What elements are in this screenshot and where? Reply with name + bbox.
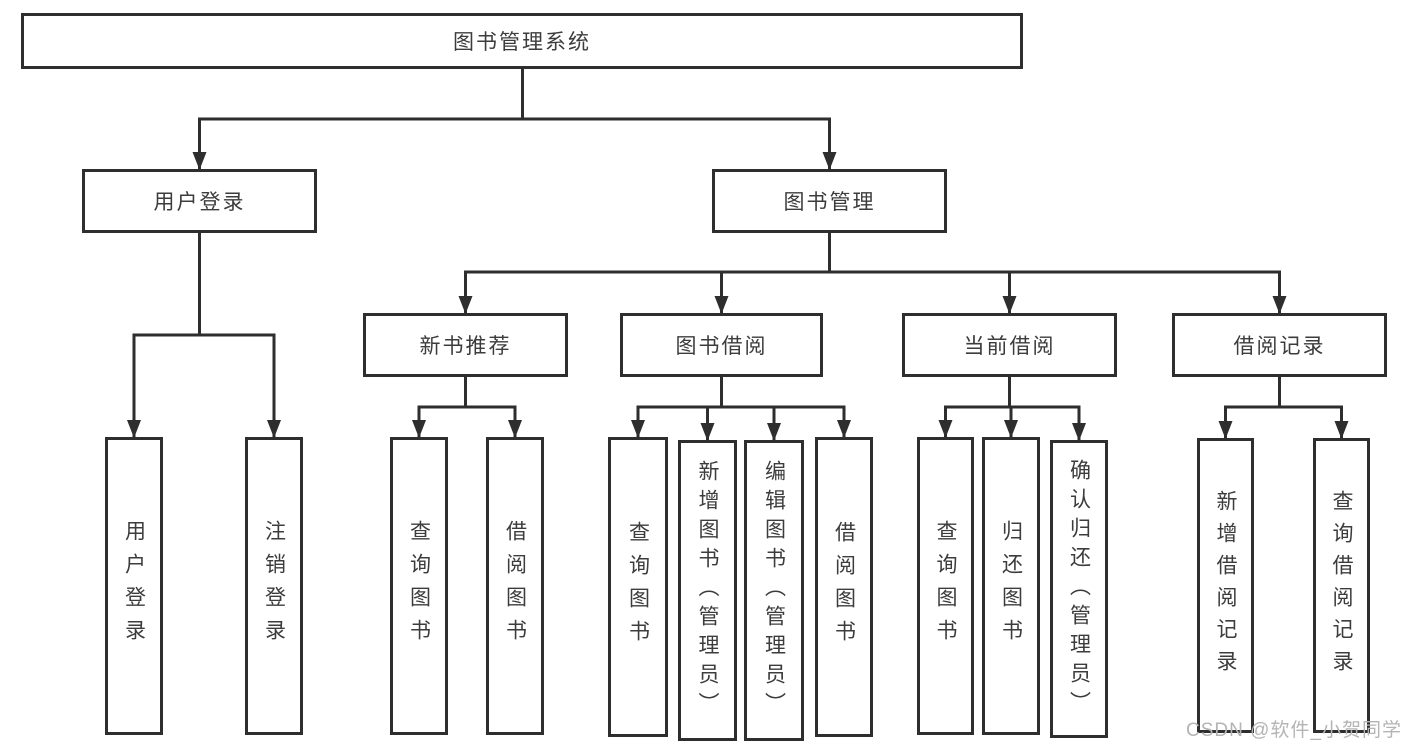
node-new-book-recommendation-label: 新书推荐 xyxy=(419,335,512,358)
leaf-edit-books-admin-label: 编辑图书（管理员） xyxy=(762,460,786,721)
leaf-user-login: 用户登录 xyxy=(105,437,163,735)
leaf-query-borrow-record: 查询借阅记录 xyxy=(1313,438,1370,733)
leaf-query-books-current: 查询图书 xyxy=(917,437,974,735)
node-borrowing-records-label: 借阅记录 xyxy=(1233,335,1326,358)
node-book-borrowing: 图书借阅 xyxy=(620,313,823,377)
leaf-query-books-recommend-label: 查询图书 xyxy=(407,520,431,652)
node-user-login: 用户登录 xyxy=(82,169,317,233)
leaf-query-books-recommend: 查询图书 xyxy=(390,437,448,735)
leaf-confirm-return-admin: 确认归还（管理员） xyxy=(1050,440,1108,738)
leaf-query-books-borrowing-label: 查询图书 xyxy=(626,521,650,653)
node-book-management: 图书管理 xyxy=(712,169,947,233)
node-book-borrowing-label: 图书借阅 xyxy=(675,335,768,358)
node-borrowing-records: 借阅记录 xyxy=(1172,313,1387,377)
leaf-add-borrow-record: 新增借阅记录 xyxy=(1197,438,1254,733)
node-current-borrowing-label: 当前借阅 xyxy=(963,335,1056,358)
leaf-return-books: 归还图书 xyxy=(982,437,1040,735)
leaf-return-books-label: 归还图书 xyxy=(999,520,1023,652)
leaf-add-books-admin-label: 新增图书（管理员） xyxy=(696,460,719,721)
leaf-query-books-current-label: 查询图书 xyxy=(934,520,957,652)
leaf-borrow-books-recommend-label: 借阅图书 xyxy=(503,520,527,652)
leaf-add-books-admin: 新增图书（管理员） xyxy=(678,440,737,741)
node-book-management-label: 图书管理 xyxy=(783,191,876,214)
leaf-logout-label: 注销登录 xyxy=(262,520,286,652)
leaf-query-books-borrowing: 查询图书 xyxy=(608,437,668,737)
leaf-user-login-label: 用户登录 xyxy=(122,520,146,652)
node-root-label: 图书管理系统 xyxy=(453,31,591,54)
node-new-book-recommendation: 新书推荐 xyxy=(363,313,568,377)
node-current-borrowing: 当前借阅 xyxy=(902,313,1117,377)
leaf-query-borrow-record-label: 查询借阅记录 xyxy=(1330,489,1353,682)
watermark: CSDN @软件_小贺同学 xyxy=(1186,720,1402,741)
leaf-confirm-return-admin-label: 确认归还（管理员） xyxy=(1067,458,1091,720)
leaf-borrow-books-recommend: 借阅图书 xyxy=(486,437,544,735)
node-root: 图书管理系统 xyxy=(21,13,1023,69)
leaf-logout: 注销登录 xyxy=(245,437,303,735)
leaf-borrow-books-borrowing: 借阅图书 xyxy=(815,437,873,737)
node-user-login-label: 用户登录 xyxy=(153,191,246,214)
leaf-borrow-books-borrowing-label: 借阅图书 xyxy=(832,521,856,653)
leaf-edit-books-admin: 编辑图书（管理员） xyxy=(744,440,804,741)
leaf-add-borrow-record-label: 新增借阅记录 xyxy=(1214,489,1237,682)
